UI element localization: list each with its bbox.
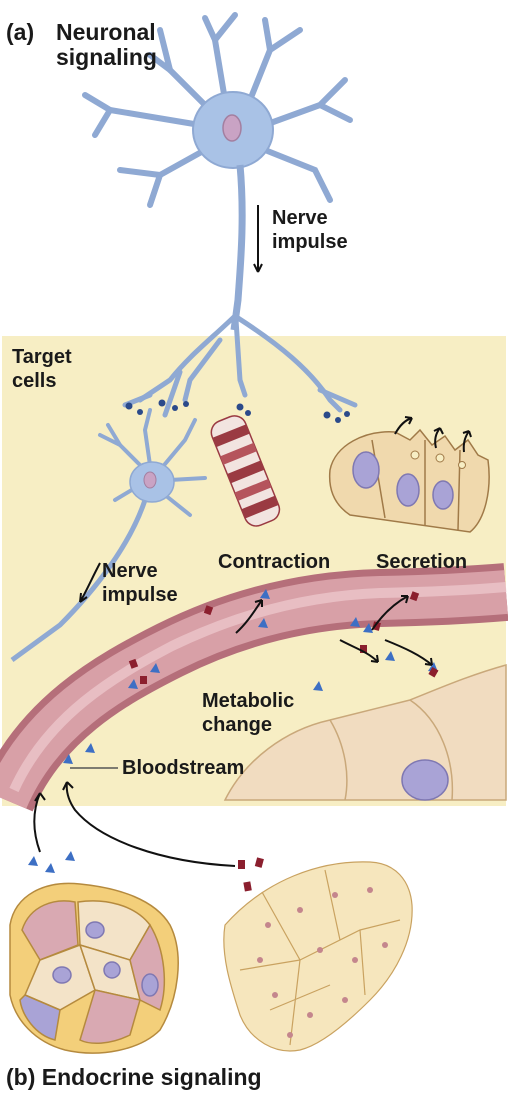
gland-to-blood-arrows: [33, 781, 236, 867]
panel-b-title: (b) Endocrine signaling: [6, 1064, 262, 1090]
axon-terminal-dots: [125, 399, 350, 423]
target-cells-line1: Target: [12, 346, 72, 368]
neuron-top: [82, 12, 358, 418]
metabolic-change-line1: Metabolic: [202, 690, 295, 712]
blood-vessel: [0, 563, 508, 813]
panel-a-title-line1: Neuronal: [56, 19, 156, 45]
gland-hormones: [28, 851, 264, 892]
secretion-arrows: [394, 416, 472, 453]
endocrine-gland-left: [9, 882, 179, 1054]
metabolic-change-line2: change: [202, 714, 273, 736]
hormone-arrows: [235, 595, 433, 666]
bloodstream-label: Bloodstream: [122, 757, 245, 779]
muscle-cell: [210, 415, 281, 527]
endocrine-gland-right: [223, 861, 413, 1052]
panel-a-title-line2: signaling: [56, 44, 157, 70]
target-cells-line2: cells: [12, 370, 57, 392]
contraction-label: Contraction: [218, 551, 331, 573]
nerve-impulse-arrows: [79, 205, 263, 603]
secretion-label: Secretion: [376, 551, 468, 573]
nerve-impulse-top-line2: impulse: [272, 231, 348, 253]
nerve-impulse-top-line1: Nerve: [272, 207, 328, 229]
panel-a-letter: (a): [6, 19, 35, 45]
neuron-top-nucleus: [222, 114, 242, 142]
neuron-target-nucleus: [143, 471, 157, 489]
metabolic-target-cell: [223, 664, 507, 801]
secretory-cells: [328, 428, 490, 533]
nerve-impulse-left-line1: Nerve: [102, 560, 158, 582]
neuron-target: [10, 408, 207, 663]
bloodstream-hormones: [63, 589, 439, 764]
nerve-impulse-left-line2: impulse: [102, 584, 178, 606]
